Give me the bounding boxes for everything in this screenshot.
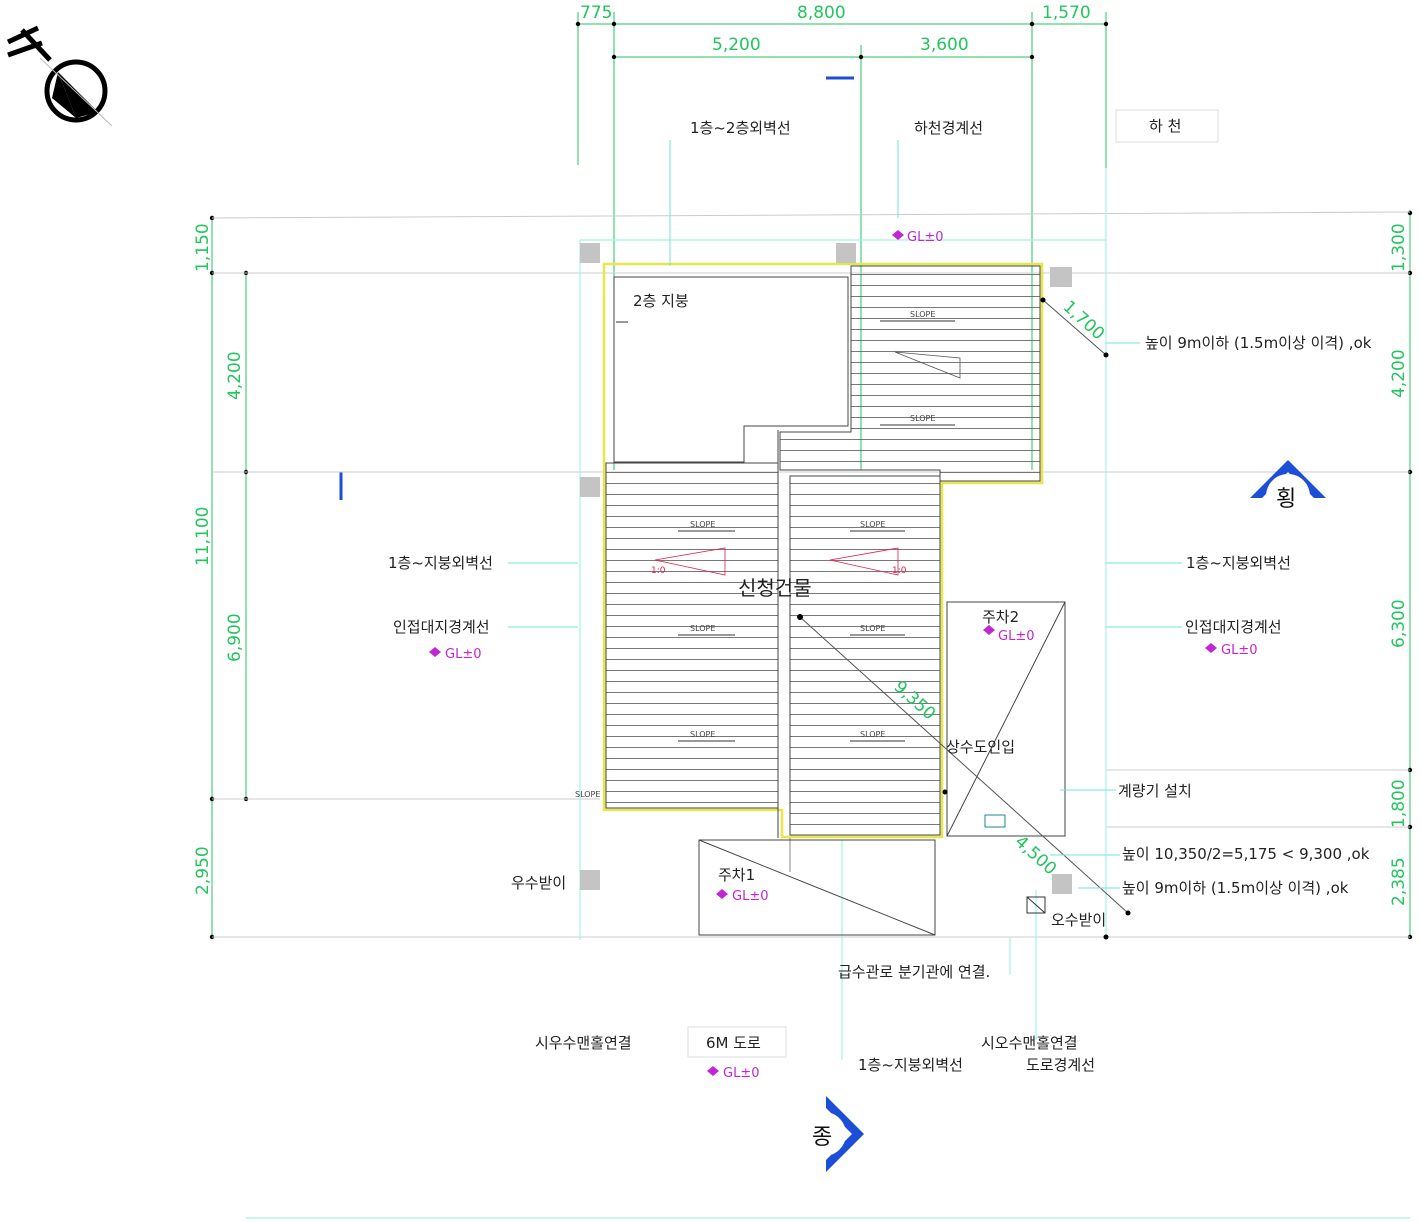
section-v-label: 종 [812, 1125, 832, 1150]
level-mark-icon [707, 1066, 719, 1076]
river-label: 하 천 [1149, 117, 1181, 135]
roof-hatch-upper [779, 265, 1041, 482]
parking-1 [698, 839, 936, 936]
height-note-2: 높이 10,350/2=5,175 < 9,300 ,ok [1122, 845, 1370, 863]
dim-right-1300: 1,300 [1389, 223, 1409, 272]
gl-right: GL±0 [1221, 643, 1257, 658]
adj-left-label: 인접대지경계선 [393, 618, 490, 636]
parking1-label: 주차1 [718, 866, 755, 884]
svg-text:SLOPE: SLOPE [910, 414, 935, 423]
sewage-box [1026, 896, 1046, 914]
section-marker-icon [1250, 460, 1326, 518]
roof-outline [602, 262, 1044, 839]
sewage-label: 오수받이 [1051, 911, 1106, 929]
dim-right-4200: 4,200 [1389, 349, 1409, 398]
svg-text:SLOPE: SLOPE [860, 730, 885, 739]
boundary-lines [246, 168, 1410, 1219]
water-in-label: 상수도인입 [946, 738, 1015, 756]
roof-hatch-right [789, 475, 941, 836]
reference-lines [211, 211, 1411, 938]
svg-text:GL±0: GL±0 [732, 889, 768, 904]
dim-775: 775 [580, 3, 612, 23]
dim-left-1150: 1,150 [193, 223, 213, 272]
rain-left-label: 우수받이 [511, 874, 566, 892]
level-mark-icon [892, 230, 904, 240]
wall-bottom-label: 1층~지붕외벽선 [858, 1056, 963, 1074]
svg-text:SLOPE: SLOPE [690, 730, 715, 739]
dim-8800: 8,800 [797, 3, 846, 23]
adj-right-label: 인접대지경계선 [1185, 618, 1282, 636]
section-marker-icon [802, 1096, 864, 1172]
section-h-label: 횡 [1276, 487, 1296, 512]
level-mark-icon [1205, 643, 1217, 653]
svg-text:1:0: 1:0 [892, 566, 907, 576]
river-box [1115, 109, 1219, 143]
level-mark-icon [983, 625, 995, 635]
gl-top: GL±0 [907, 230, 943, 245]
sewage-manhole-label: 시오수맨홀연결 [981, 1034, 1078, 1052]
rain-manhole-label: 시우수맨홀연결 [535, 1034, 632, 1052]
dim-right-6300: 6,300 [1389, 599, 1409, 648]
diagonal-dimensions [799, 299, 1129, 914]
dim-1570: 1,570 [1042, 3, 1091, 23]
svg-text:GL±0: GL±0 [998, 629, 1034, 644]
level-mark-icon [429, 647, 441, 657]
roof-2f-area [613, 276, 849, 463]
dim-left-4200: 4,200 [225, 351, 245, 400]
dim-left-6900: 6,900 [225, 613, 245, 662]
svg-text:SLOPE: SLOPE [910, 310, 935, 319]
north-arrow-icon [6, 25, 113, 127]
dim-left-2950: 2,950 [193, 846, 213, 895]
road-boundary-label: 도로경계선 [1026, 1056, 1095, 1074]
wall-right-label: 1층~지붕외벽선 [1186, 554, 1291, 572]
dim-right-1800: 1,800 [1389, 779, 1409, 828]
parking2-label: 주차2 [982, 608, 1019, 626]
drain-blocks [580, 243, 1072, 894]
leader-lines [508, 140, 1182, 889]
river-boundary-label: 하천경계선 [914, 119, 983, 137]
svg-text:SLOPE: SLOPE [860, 624, 885, 633]
building-label: 신청건물 [738, 576, 812, 600]
dim-right-2385: 2,385 [1389, 857, 1409, 906]
wall-left-label: 1층~지붕외벽선 [388, 554, 493, 572]
slope-annotations: SLOPE SLOPE SLOPE SLOPE SLOPE SLOPE SLOP… [575, 310, 961, 799]
svg-text:SLOPE: SLOPE [690, 520, 715, 529]
gl-road: GL±0 [723, 1066, 759, 1081]
svg-text:SLOPE: SLOPE [575, 790, 600, 799]
svg-text:SLOPE: SLOPE [860, 520, 885, 529]
svg-text:1:0: 1:0 [651, 566, 666, 576]
dim-3600: 3,600 [920, 35, 969, 55]
left-dimensions [211, 216, 247, 937]
water-branch-label: 급수관로 분기관에 연결. [838, 963, 990, 981]
meter-label: 계량기 설치 [1118, 782, 1192, 800]
parking-2 [946, 601, 1066, 837]
road-box [687, 1026, 787, 1058]
dim-diag-4500: 4,500 [1011, 832, 1061, 879]
dim-left-11100: 11,100 [193, 507, 213, 566]
roof-2f-label: 2층 지붕 [633, 292, 689, 310]
road-6m-label: 6M 도로 [706, 1034, 761, 1052]
dim-5200: 5,200 [712, 35, 761, 55]
level-mark-icon [716, 889, 728, 899]
height-note-3: 높이 9m이하 (1.5m이상 이격) ,ok [1122, 879, 1349, 897]
gl-left: GL±0 [445, 647, 481, 662]
height-note-1: 높이 9m이하 (1.5m이상 이격) ,ok [1145, 334, 1372, 352]
svg-text:SLOPE: SLOPE [690, 624, 715, 633]
wall-1-2-label: 1층~2층외벽선 [690, 119, 791, 137]
